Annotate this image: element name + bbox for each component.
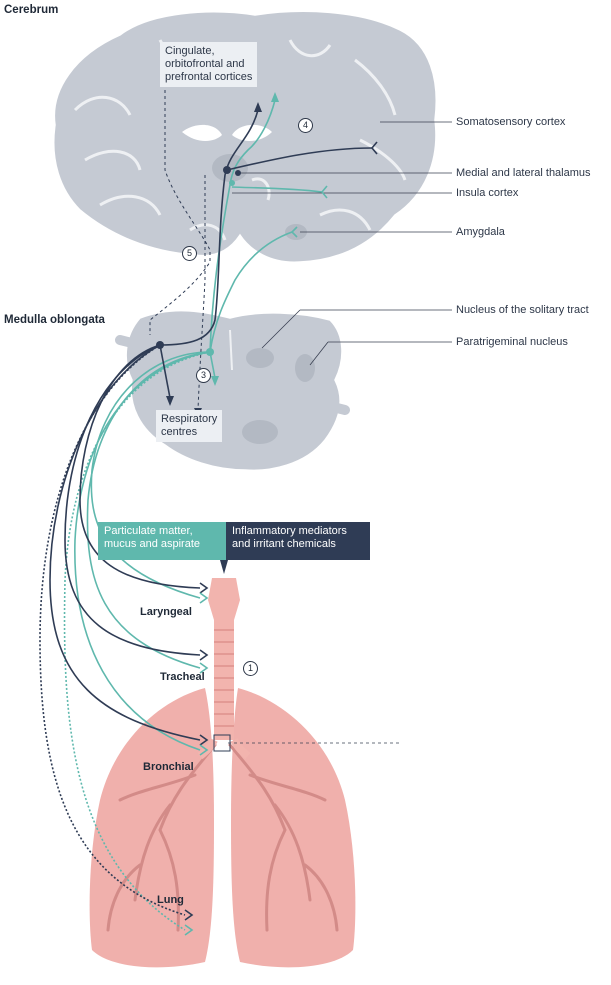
amygdala-label: Amygdala xyxy=(456,226,505,239)
marker-1: 1 xyxy=(243,661,258,676)
bronchial-label: Bronchial xyxy=(143,761,194,774)
paratrigeminal-label: Paratrigeminal nucleus xyxy=(456,336,568,349)
medulla-title: Medulla oblongata xyxy=(4,314,105,327)
somatosensory-label: Somatosensory cortex xyxy=(456,116,565,129)
marker-4: 4 xyxy=(298,118,313,133)
laryngeal-label: Laryngeal xyxy=(140,606,192,619)
lung-label: Lung xyxy=(157,894,184,907)
cortices-box: Cingulate, orbitofrontal and prefrontal … xyxy=(160,42,257,87)
inflammatory-stimulus-box: Inflammatory mediators and irritant chem… xyxy=(226,522,370,560)
insula-label: Insula cortex xyxy=(456,187,518,200)
marker-3: 3 xyxy=(196,368,211,383)
cerebrum-title: Cerebrum xyxy=(4,4,58,17)
nts-label: Nucleus of the solitary tract xyxy=(456,304,589,317)
particulate-stimulus-box: Particulate matter, mucus and aspirate xyxy=(98,522,226,560)
marker-5: 5 xyxy=(182,246,197,261)
tracheal-label: Tracheal xyxy=(160,671,205,684)
respiratory-centres-box: Respiratory centres xyxy=(156,410,222,442)
medulla-section xyxy=(120,311,345,471)
thalamus-label: Medial and lateral thalamus xyxy=(456,167,591,180)
